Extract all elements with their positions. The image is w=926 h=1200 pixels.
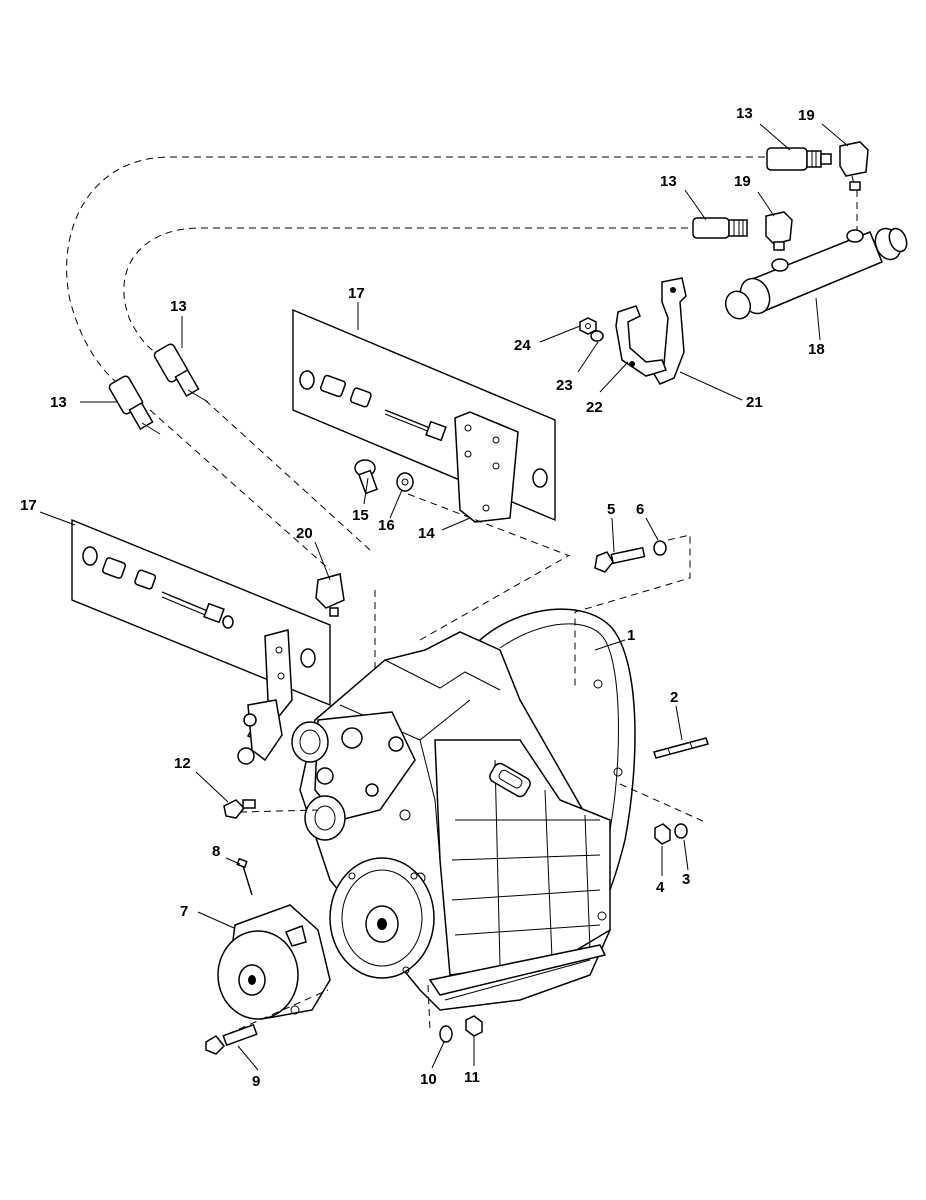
callout-leader-lines [39, 123, 849, 1071]
assembly-guide-lines [227, 493, 706, 1035]
callout-2: 2 [670, 689, 678, 706]
bolt-5 [594, 546, 646, 573]
callout-20: 20 [296, 525, 313, 542]
pump-flange-disc [329, 857, 435, 979]
callout-8: 8 [212, 843, 220, 860]
hydraulic-cylinder-18 [724, 227, 908, 320]
callout-13-left: 13 [50, 394, 67, 411]
bolt-9 [205, 1023, 258, 1055]
callout-17-lower: 17 [20, 497, 37, 514]
kit-panel-17-upper [292, 308, 556, 523]
callout-6: 6 [636, 501, 644, 518]
callout-11: 11 [464, 1069, 480, 1086]
clamp-bracket-21 [653, 277, 687, 385]
cable-end-13-lower [692, 217, 748, 239]
callout-18: 18 [808, 341, 825, 358]
kit-panel-17-lower [71, 518, 331, 741]
callout-9: 9 [252, 1073, 260, 1090]
sensor-12 [223, 799, 256, 819]
washer-23 [590, 330, 604, 342]
callout-24: 24 [514, 337, 531, 354]
cable-routing-lines [66, 156, 858, 690]
washer-16 [396, 472, 414, 492]
callout-13-top: 13 [736, 105, 753, 122]
callout-12: 12 [174, 755, 191, 772]
coupling-7 [217, 904, 331, 1020]
shift-lever-bracket [237, 699, 283, 765]
callout-23: 23 [556, 377, 573, 394]
cable-end-13-left-b [153, 343, 209, 403]
callout-17-upper: 17 [348, 285, 365, 302]
bolt-15 [354, 459, 379, 495]
callout-19-mid: 19 [734, 173, 751, 190]
callout-4: 4 [656, 879, 665, 896]
callout-21: 21 [746, 394, 763, 411]
cable-end-13-upper [766, 147, 832, 171]
callout-7: 7 [180, 903, 188, 920]
screw-8 [236, 857, 253, 896]
callout-1: 1 [627, 627, 635, 644]
elbow-fitting-19-upper [839, 141, 869, 191]
nut-11 [465, 1015, 483, 1037]
washer-3 [674, 823, 688, 839]
callout-15: 15 [352, 507, 369, 524]
callout-5: 5 [607, 501, 615, 518]
callout-10: 10 [420, 1071, 437, 1088]
callout-3: 3 [682, 871, 690, 888]
nut-4 [654, 823, 671, 845]
washer-6 [653, 540, 667, 556]
cable-end-13-left-a [108, 375, 161, 435]
elbow-fitting-19-lower [765, 211, 793, 251]
callout-22: 22 [586, 399, 603, 416]
callout-14: 14 [418, 525, 435, 542]
nut-24 [579, 317, 597, 335]
washer-10 [439, 1025, 453, 1043]
stud-2 [653, 737, 709, 759]
callout-16: 16 [378, 517, 395, 534]
callout-13-mid: 13 [660, 173, 677, 190]
callout-19-top: 19 [798, 107, 815, 124]
callout-13-upper-left: 13 [170, 298, 187, 315]
callout-labels: 13 19 13 19 13 13 17 24 23 22 21 18 15 1… [20, 105, 825, 1090]
cable-anchor-20 [315, 573, 345, 617]
clamp-strap-22 [615, 305, 668, 377]
